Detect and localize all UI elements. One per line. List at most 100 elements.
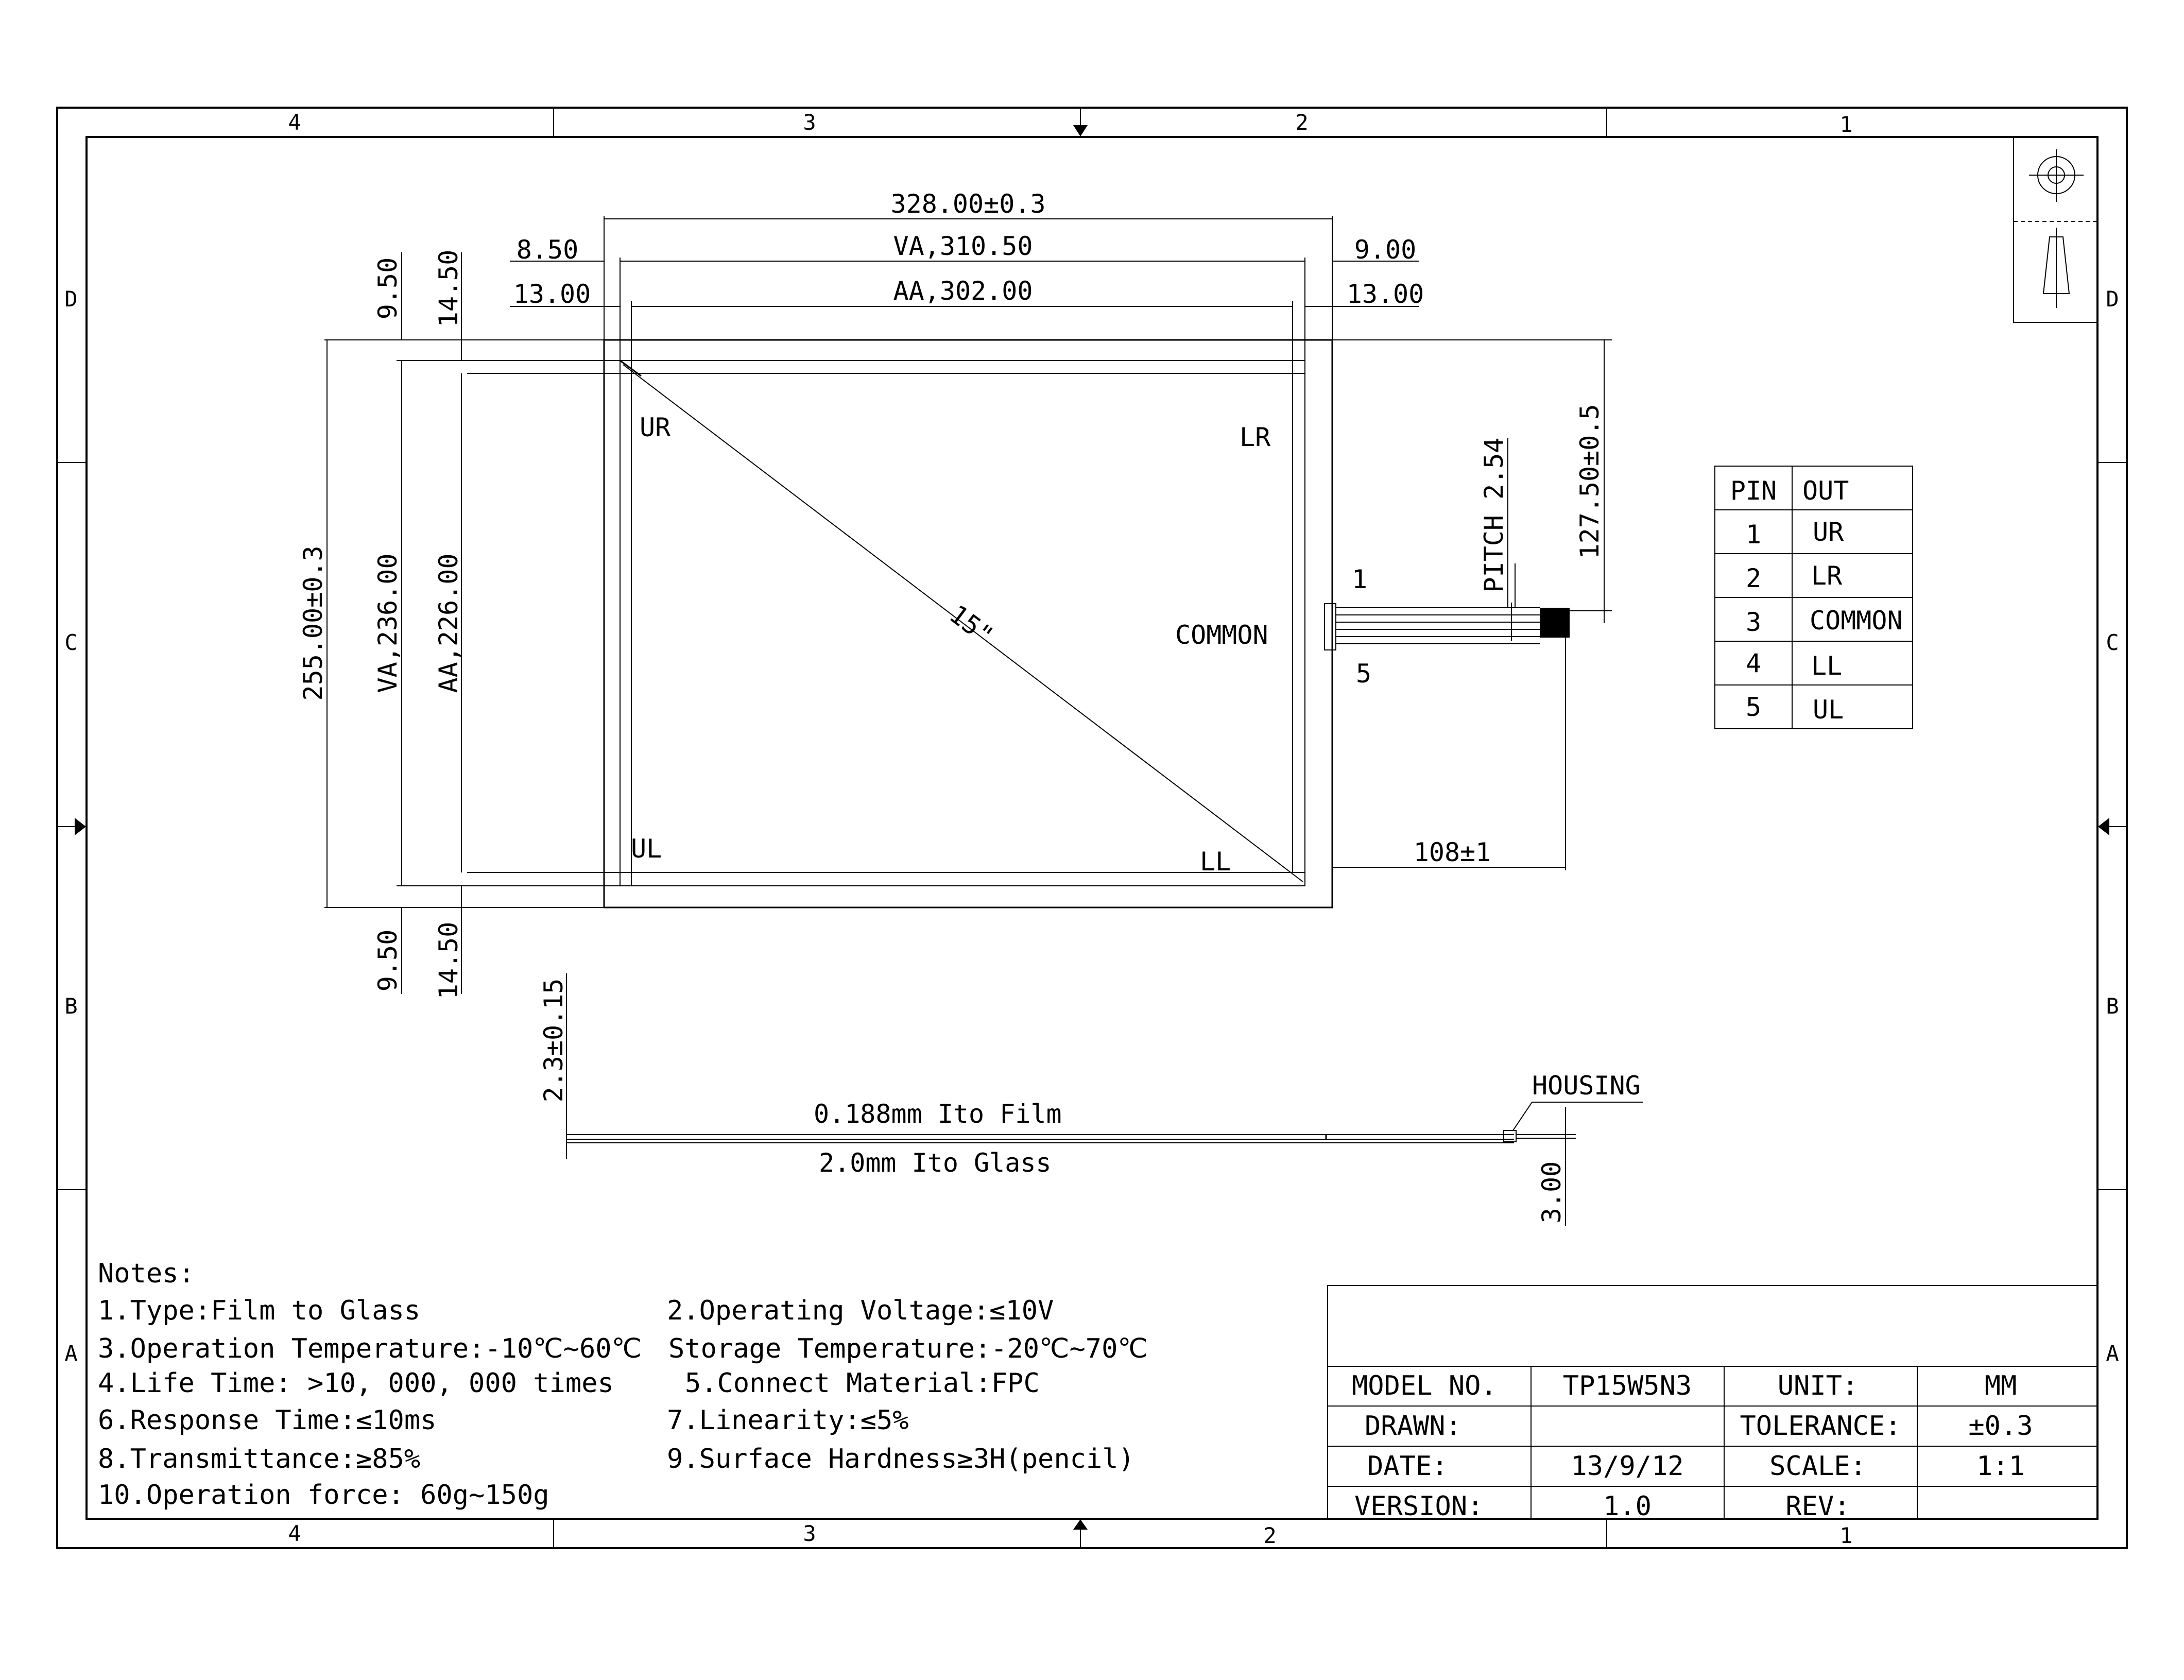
tb-model-value: TP15W5N3 (1563, 1370, 1692, 1401)
tb-date-label: DATE: (1367, 1451, 1448, 1482)
label-diagonal: 15" (944, 599, 999, 651)
center-mark-top (1073, 125, 1088, 136)
pin-table-row-out: LL (1811, 651, 1842, 681)
outer-frame (56, 107, 2128, 1549)
section-film: 0.188mm Ito Film (814, 1099, 1062, 1129)
pin-table-row-out: LR (1811, 561, 1843, 591)
left-dimension-lines (324, 252, 604, 994)
section-glass: 2.0mm Ito Glass (819, 1148, 1052, 1178)
dim-top-aa-offset: 14.50 (434, 250, 463, 328)
dim-thickness: 2.3±0.15 (539, 979, 569, 1103)
tb-scale-label: SCALE: (1769, 1451, 1866, 1482)
zone-col-bottom-4: 1 (1839, 1523, 1852, 1548)
zone-col-top-4: 1 (1839, 112, 1852, 137)
label-common: COMMON (1175, 620, 1268, 650)
dim-aa-height: AA,226.00 (434, 554, 463, 693)
label-ul: UL (631, 834, 662, 864)
center-mark-right (2098, 818, 2109, 835)
tb-drawn-label: DRAWN: (1365, 1411, 1461, 1442)
tail-dimension-lines (1332, 339, 1612, 870)
dim-pitch: PITCH 2.54 (1479, 437, 1509, 592)
zone-row-left-a: A (64, 1341, 77, 1366)
zone-col-bottom-2: 3 (803, 1521, 816, 1546)
dim-left-aa-offset: 13.00 (513, 279, 591, 309)
dim-right-va-offset: 9.00 (1354, 235, 1416, 265)
pin-table-row-out: UL (1813, 695, 1844, 725)
side-section (566, 973, 1643, 1226)
dim-bottom-va-offset: 9.50 (373, 930, 403, 991)
label-ll: LL (1200, 847, 1231, 877)
fpc-tail (1324, 603, 1612, 650)
zone-col-top-3: 2 (1295, 110, 1308, 135)
pin-table-header-out: OUT (1802, 476, 1849, 506)
tb-scale-value: 1:1 (1976, 1451, 2025, 1482)
tb-date-value: 13/9/12 (1571, 1451, 1683, 1482)
tb-unit-value: MM (1985, 1370, 2017, 1401)
zone-row-left-d: D (64, 286, 77, 312)
dim-bottom-aa-offset: 14.50 (434, 922, 463, 1000)
fpc-connector (1540, 608, 1570, 638)
dim-overall-width: 328.00±0.3 (890, 189, 1045, 219)
note-1: 1.Type:Film to Glass (98, 1295, 420, 1326)
dim-overall-height: 255.00±0.3 (298, 545, 328, 700)
note-5: 5.Connect Material:FPC (685, 1368, 1040, 1399)
tb-version-value: 1.0 (1603, 1491, 1652, 1522)
dim-top-va-offset: 9.50 (373, 258, 403, 319)
zone-dividers (57, 108, 2127, 1548)
dim-va-width: VA,310.50 (893, 231, 1033, 261)
tb-rev-label: REV: (1785, 1491, 1850, 1522)
zone-row-right-a: A (2106, 1341, 2119, 1366)
inner-frame (85, 136, 2099, 1520)
zone-col-bottom-3: 2 (1263, 1523, 1276, 1548)
dim-left-va-offset: 8.50 (517, 235, 578, 265)
pin-table-row-out: UR (1813, 517, 1844, 547)
pin-table-row-pin: 3 (1746, 607, 1761, 637)
dim-right-aa-offset: 13.00 (1347, 279, 1424, 309)
dim-aa-width: AA,302.00 (893, 276, 1033, 306)
note-10: 10.Operation force: 60g~150g (98, 1480, 549, 1511)
zone-row-right-c: C (2106, 630, 2119, 655)
zone-row-right-b: B (2106, 993, 2119, 1019)
tb-unit-label: UNIT: (1778, 1370, 1859, 1401)
tb-version-label: VERSION: (1354, 1491, 1483, 1522)
tb-tolerance-value: ±0.3 (1968, 1411, 2033, 1442)
tb-tolerance-label: TOLERANCE: (1740, 1411, 1901, 1442)
pin-table-row-out: COMMON (1810, 606, 1903, 636)
label-ur: UR (640, 413, 671, 442)
dim-tail-length: 108±1 (1414, 837, 1491, 867)
zone-row-left-b: B (64, 993, 77, 1019)
note-8: 8.Transmittance:≥85% (98, 1444, 420, 1475)
pin-table-row-pin: 1 (1746, 520, 1761, 550)
label-lr: LR (1240, 422, 1271, 452)
label-pin-last: 5 (1356, 659, 1371, 689)
label-pin-first: 1 (1352, 564, 1367, 594)
tb-model-label: MODEL NO. (1352, 1370, 1497, 1401)
panel-outline (467, 309, 1333, 908)
zone-row-right-d: D (2106, 286, 2119, 312)
zone-col-top-2: 3 (803, 110, 816, 135)
note-7: 7.Linearity:≤5% (667, 1405, 909, 1436)
note-9: 9.Surface Hardness≥3H(pencil) (667, 1444, 1134, 1475)
zone-row-left-c: C (64, 630, 77, 655)
pin-table-row-pin: 5 (1746, 692, 1761, 722)
notes-title: Notes: (98, 1258, 195, 1289)
note-3b: Storage Temperature:-20℃~70℃ (668, 1333, 1148, 1364)
pin-table-row-pin: 4 (1746, 648, 1761, 678)
section-housing: HOUSING (1532, 1071, 1641, 1101)
zone-col-bottom-1: 4 (288, 1521, 301, 1546)
top-dimension-lines (510, 216, 1419, 361)
center-mark-left (75, 818, 86, 835)
pin-table-header-pin: PIN (1730, 476, 1777, 506)
pin-table-row-pin: 2 (1746, 563, 1761, 593)
dim-housing-thickness: 3.00 (1537, 1161, 1567, 1223)
dim-va-height: VA,236.00 (373, 554, 403, 693)
center-mark-bottom (1073, 1519, 1088, 1530)
projection-symbol (2013, 136, 2098, 323)
pin-table-grid (1714, 466, 1913, 729)
note-6: 6.Response Time:≤10ms (98, 1405, 436, 1436)
note-2: 2.Operating Voltage:≤10V (667, 1295, 1054, 1326)
title-block-grid (1327, 1285, 2098, 1519)
dim-tail-position: 127.50±0.5 (1575, 404, 1605, 559)
